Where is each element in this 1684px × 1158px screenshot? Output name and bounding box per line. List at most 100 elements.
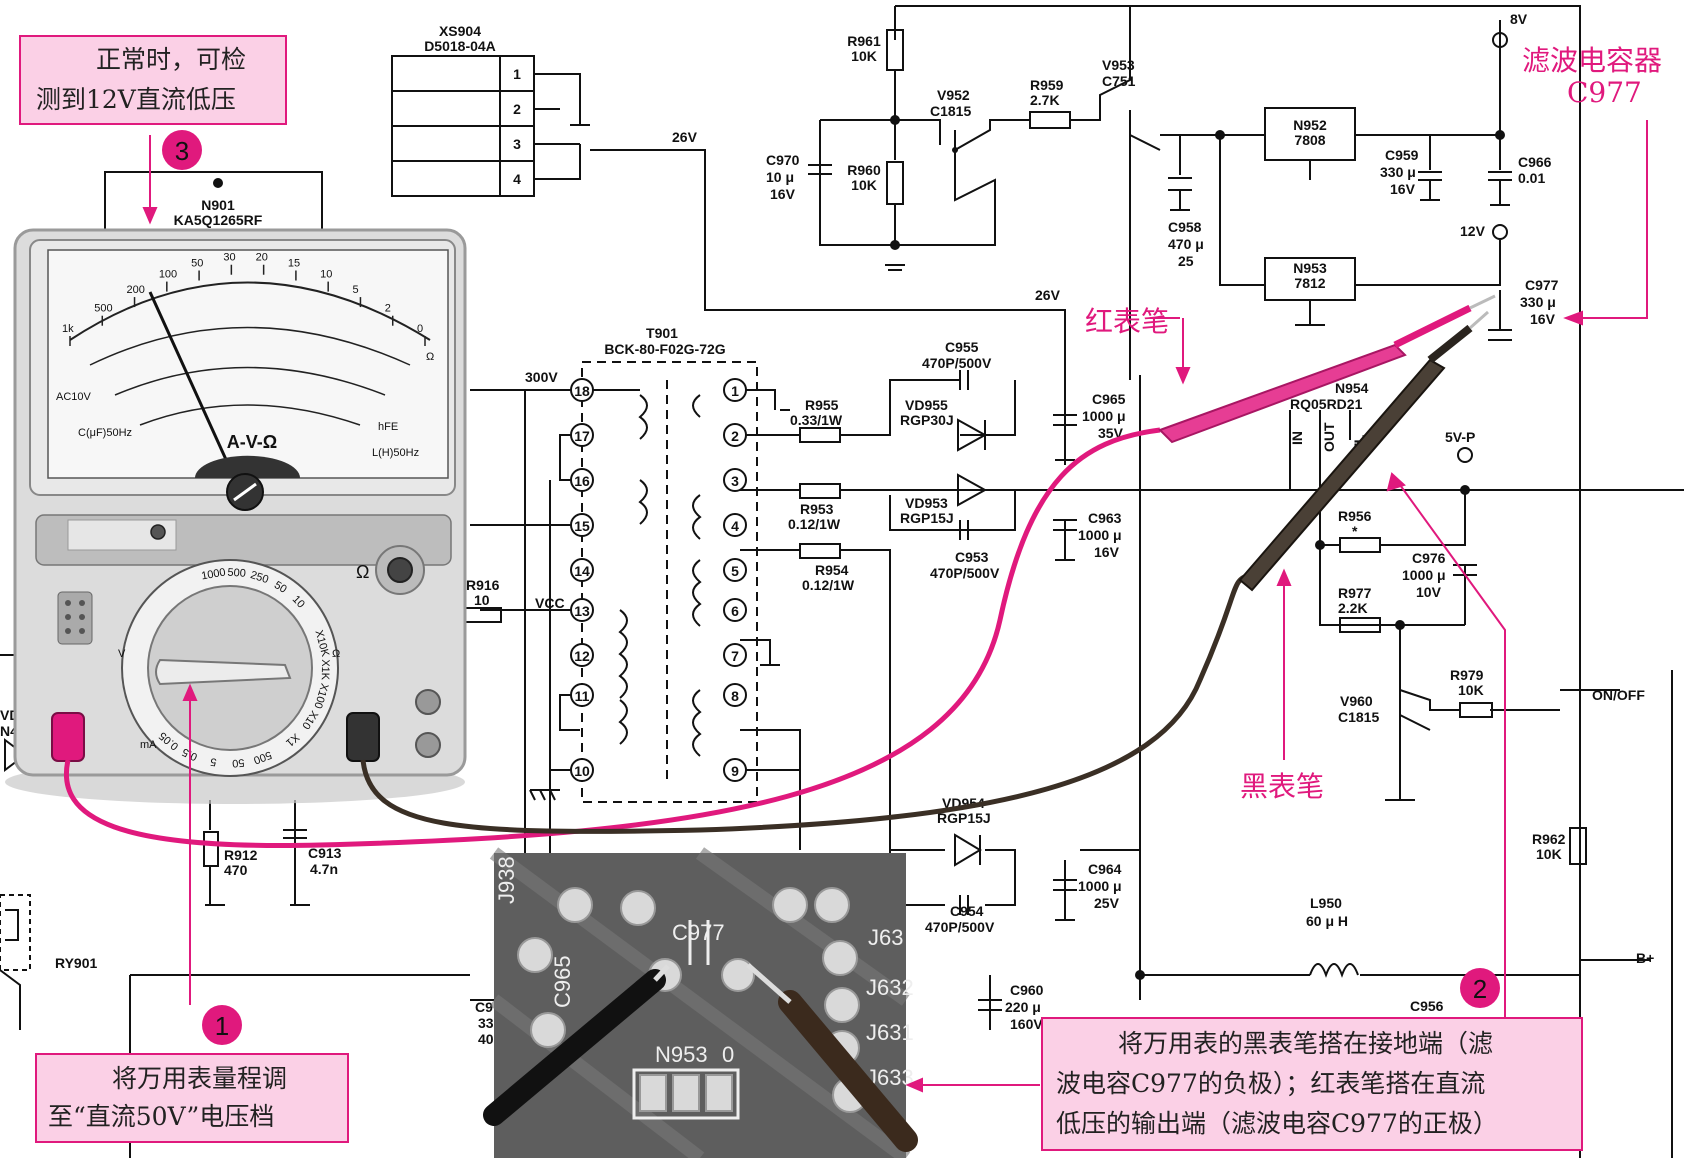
dial-ma-range: 500 [252, 748, 273, 766]
dial-ma-label: mA [140, 739, 157, 751]
c964-ref: C964 [1088, 861, 1122, 877]
transformer-left-pin-circle [570, 558, 594, 582]
meter-scale-label: 500 [94, 303, 112, 315]
c913-ref: C913 [308, 845, 342, 861]
r979-ref: R979 [1450, 667, 1484, 683]
c977-ref: C977 [1525, 277, 1559, 293]
r912-ref: R912 [224, 847, 258, 863]
c913-val: 4.7n [310, 861, 338, 877]
c959-ref: C959 [1385, 147, 1419, 163]
transformer-left-pin-label: 12 [574, 648, 590, 664]
label-bplus: B+ [1636, 950, 1654, 966]
meter-scale-label: 50 [191, 258, 203, 270]
c970-volt: 16V [770, 186, 796, 202]
callout-step2-line3: 低压的输出端（滤波电容C977的正极） [1056, 1109, 1498, 1138]
r954-val: 0.12/1W [802, 577, 855, 593]
step-badge-1-label: 1 [215, 1011, 229, 1041]
vd955-type: RGP30J [900, 412, 954, 428]
label-12v: 12V [1460, 223, 1486, 239]
r960-val: 10K [851, 177, 877, 193]
transformer-right-pin-circle [723, 598, 747, 622]
r977-val: 2.2K [1338, 600, 1368, 616]
c966-ref: C966 [1518, 154, 1552, 170]
label-8v: 8V [1510, 11, 1528, 27]
transformer-right-pin-label: 4 [731, 518, 739, 534]
c964-val: 1000 μ [1078, 878, 1122, 894]
vd955-ref: VD955 [905, 397, 948, 413]
transformer-left-pin-label: 16 [574, 473, 590, 489]
transformer-right-pin-label: 7 [731, 648, 739, 664]
r955-ref: R955 [805, 397, 839, 413]
c977-val: 330 μ [1520, 294, 1556, 310]
transformer-left-pin-circle [570, 598, 594, 622]
c960-val: 220 μ [1005, 999, 1041, 1015]
step-badge-2-label: 2 [1473, 974, 1487, 1004]
r962-val: 10K [1536, 846, 1562, 862]
transformer-right-pin-label: 2 [731, 428, 739, 444]
transformer-right-pin-circle [723, 513, 747, 537]
photo-label-j938: J938 [494, 856, 519, 904]
c965-val: 1000 μ [1082, 408, 1126, 424]
connector-pin-1: 1 [513, 66, 521, 82]
callout-filter-cap-line1: 滤波电容器 [1522, 44, 1662, 77]
transformer-left-pin-circle [570, 423, 594, 447]
r960-ref: R960 [847, 162, 881, 178]
meter-scale-label: A-V-Ω [227, 432, 277, 452]
vd953-ref: VD953 [905, 495, 948, 511]
photo-label-j631: J631 [866, 1020, 914, 1045]
meter-scale-label: 200 [127, 284, 145, 296]
callout-arrows [142, 120, 1648, 1093]
meter-scale-label: 100 [159, 269, 177, 281]
v960-ref: V960 [1340, 693, 1373, 709]
n954-pin-in: IN [1289, 431, 1305, 445]
transformer-right-pin-label: 3 [731, 473, 739, 489]
transformer-left-pin-circle [570, 683, 594, 707]
meter-scale-label: 20 [256, 252, 268, 264]
transformer-left-pin-label: 17 [574, 428, 590, 444]
c955-val: 470P/500V [922, 355, 992, 371]
component-symbols [0, 29, 1587, 1030]
photo-label-0: 0 [722, 1042, 734, 1067]
callout-red-probe: 红表笔 [1085, 305, 1169, 338]
test-leads [64, 294, 1496, 848]
meter-scale-label: 30 [223, 252, 235, 264]
r953-val: 0.12/1W [788, 516, 841, 532]
meter-scale-label: 0 [417, 323, 423, 335]
transformer-ref: T901 [646, 325, 678, 341]
c954-val: 470P/500V [925, 919, 995, 935]
callout-normal-line2: 测到12V直流低压 [36, 85, 236, 114]
component-labels: R961 10K R960 10K C970 10 μ 16V V952 C18… [0, 11, 1654, 1047]
c963-val: 1000 μ [1078, 527, 1122, 543]
black-probe [1238, 358, 1446, 592]
dial-ma-range: 5 [209, 755, 217, 768]
label-300v: 300V [525, 369, 558, 385]
l950-val: 60 μ H [1306, 913, 1348, 929]
callout-normal-line1: 正常时，可检 [96, 45, 246, 74]
vd953-type: RGP15J [900, 510, 954, 526]
n953-ref: N953 [1293, 260, 1327, 276]
c954-ref: C954 [950, 903, 984, 919]
transformer-right-pin-label: 5 [731, 563, 739, 579]
meter-hfe-label: hFE [378, 421, 398, 433]
c960-ref: C960 [1010, 982, 1044, 998]
r959-ref: R959 [1030, 77, 1064, 93]
callout-normal: 正常时，可检 测到12V直流低压 [19, 35, 287, 125]
range-selector-knob[interactable] [155, 658, 292, 686]
n901-body [104, 171, 323, 230]
meter-cuf-label: C(μF)50Hz [78, 427, 132, 439]
r956-ref: R956 [1338, 508, 1372, 524]
c955-ref: C955 [945, 339, 979, 355]
transformer-right-pin-label: 6 [731, 603, 739, 619]
n952-ref: N952 [1293, 117, 1327, 133]
pcb-photo: J938 C977 C965 N953 0 J63 J632 J631 J633 [483, 847, 918, 1158]
dial-ma-range: 50 [232, 756, 245, 769]
c965-ref: C965 [1092, 391, 1126, 407]
black-probe-jack[interactable] [346, 712, 380, 762]
red-probe-jack[interactable] [51, 712, 85, 762]
transformer-left-pin-label: 14 [574, 563, 590, 579]
c953-val: 470P/500V [930, 565, 1000, 581]
transformer-left-pin-label: 13 [574, 603, 590, 619]
red-lead-wire [64, 427, 1161, 848]
transformer-left-pin-circle [570, 378, 594, 402]
